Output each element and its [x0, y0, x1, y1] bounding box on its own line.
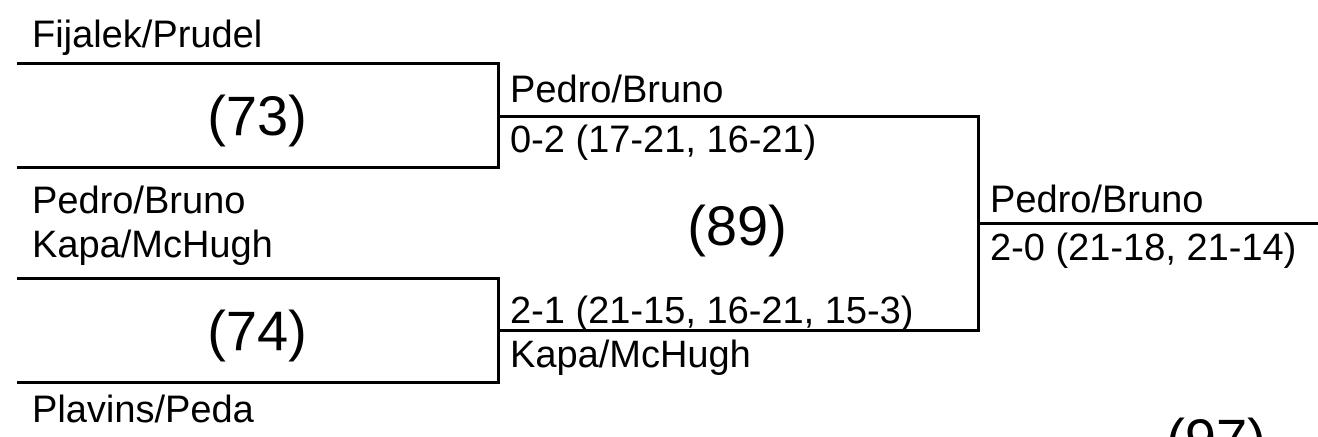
bracket-line-winner	[977, 222, 1318, 225]
score-match73-result: 0-2 (17-21, 16-21)	[510, 119, 817, 161]
match-number-73: (73)	[207, 84, 307, 147]
team-name-match74-top: Kapa/McHugh	[32, 224, 273, 266]
bracket-line-match89-bottom	[497, 329, 980, 332]
score-match89-result: 2-0 (21-18, 21-14)	[990, 227, 1297, 269]
team-name-match73-top: Fijalek/Prudel	[32, 14, 263, 56]
match-number-97: (97)	[977, 411, 1318, 437]
bracket-line-match74-bottom	[17, 381, 500, 384]
team-name-match74-bottom: Plavins/Peda	[32, 389, 254, 431]
bracket-line-match89-top	[497, 115, 980, 118]
bracket-line-match74-top	[17, 277, 500, 280]
match-number-74: (74)	[207, 299, 307, 362]
match-number-89: (89)	[687, 194, 787, 257]
bracket-line-match73-bottom	[17, 166, 500, 169]
bracket-line-match73-top	[17, 62, 500, 65]
team-name-match89-top-winner: Pedro/Bruno	[510, 69, 724, 111]
team-name-match73-bottom: Pedro/Bruno	[32, 180, 246, 222]
score-match74-result: 2-1 (21-15, 16-21, 15-3)	[510, 290, 914, 332]
team-name-match89-winner: Pedro/Bruno	[990, 179, 1204, 221]
team-name-match89-bottom-winner: Kapa/McHugh	[510, 334, 751, 376]
